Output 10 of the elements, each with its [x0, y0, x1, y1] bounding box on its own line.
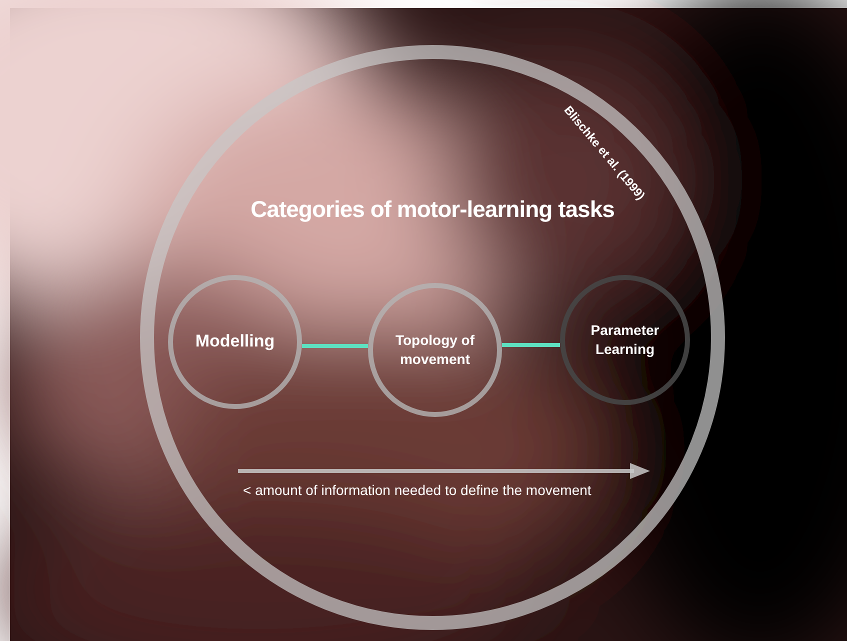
- category-circle: [368, 283, 502, 417]
- outer-ring: [140, 45, 725, 630]
- category-label: Topology of movement: [394, 331, 476, 369]
- category-label: Modelling: [194, 330, 276, 353]
- connector-line: [502, 343, 560, 347]
- category-label: Parameter Learning: [590, 321, 660, 359]
- category-circle: [560, 275, 690, 405]
- connector-line: [302, 344, 368, 348]
- category-circle: [168, 275, 302, 409]
- axis-caption: < amount of information needed to define the movement: [243, 482, 592, 498]
